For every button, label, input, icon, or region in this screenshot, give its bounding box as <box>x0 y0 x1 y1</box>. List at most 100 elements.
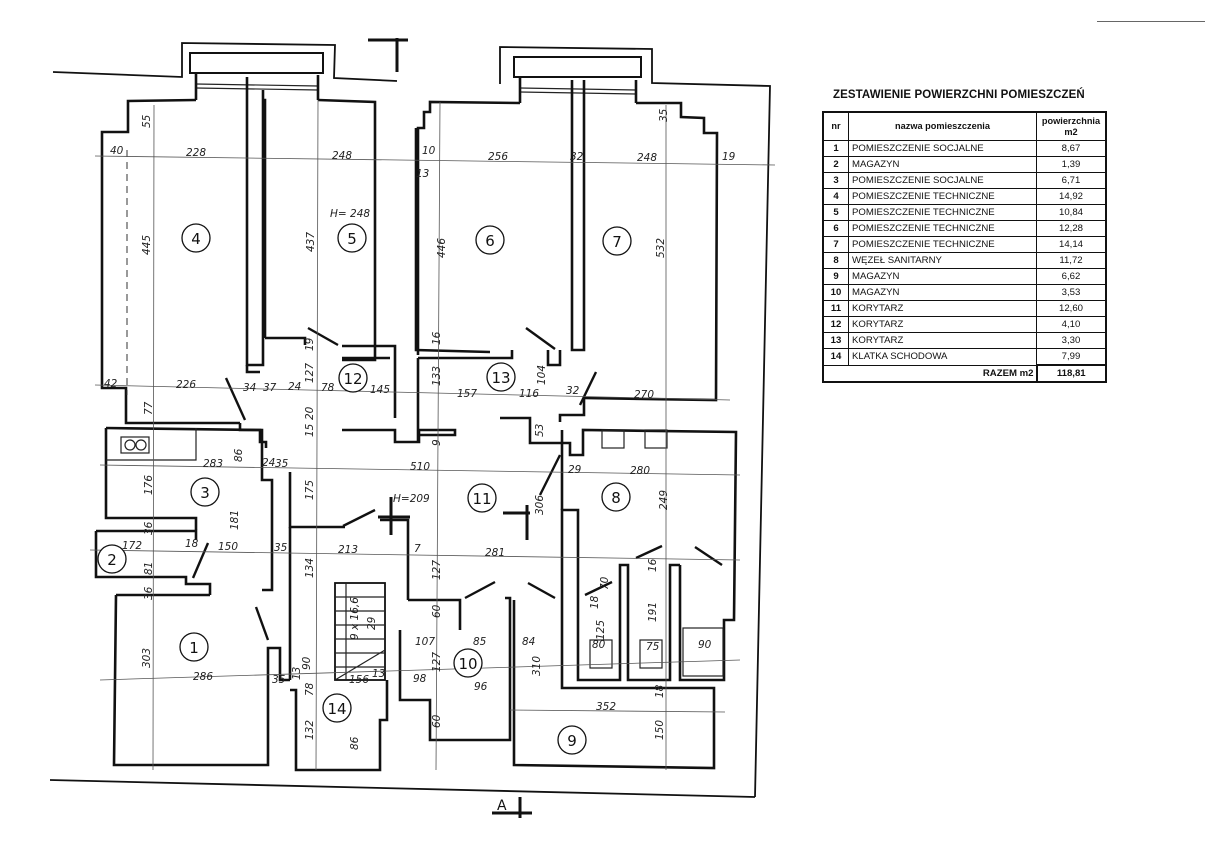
dim-label: 172 <box>122 540 142 552</box>
row-area: 1,39 <box>1036 156 1107 173</box>
dim-label: 176 <box>143 475 155 495</box>
dim-label: 18 <box>654 684 666 698</box>
svg-text:11: 11 <box>472 490 491 508</box>
row-name: POMIESZCZENIE SOCJALNE <box>848 172 1037 189</box>
dim-label: 35 <box>658 108 670 122</box>
interior-walls <box>94 128 738 772</box>
dim-label: 16 <box>647 558 659 572</box>
room-labels: 1 2 3 4 5 6 7 8 9 10 11 12 13 14 <box>97 223 632 755</box>
row-area: 4,10 <box>1036 316 1107 333</box>
row-name: MAGAZYN <box>848 268 1037 285</box>
dim-label: 226 <box>176 379 196 391</box>
dim-label: 127 <box>431 560 443 580</box>
dim-label: 98 <box>413 673 427 685</box>
room-3-label: 3 <box>190 477 220 507</box>
total-row: RAZEM m2 118,81 <box>823 364 1107 383</box>
dim-label: 532 <box>655 238 667 258</box>
row-name: KORYTARZ <box>848 332 1037 349</box>
row-nr: 4 <box>822 188 849 205</box>
svg-text:4: 4 <box>191 230 201 248</box>
row-nr: 10 <box>822 284 849 301</box>
dim-label: 81 <box>143 562 155 575</box>
dim-label: 181 <box>229 510 241 530</box>
dim-label: 213 <box>338 544 358 556</box>
dim-label: 35 <box>272 674 286 686</box>
svg-text:2: 2 <box>107 551 117 569</box>
dim-label: 248 <box>332 150 352 162</box>
dim-label: 13 <box>291 667 303 680</box>
dim-label: 157 <box>457 388 477 400</box>
row-area: 10,84 <box>1036 204 1107 221</box>
svg-text:6: 6 <box>485 232 495 250</box>
dim-label: 228 <box>186 147 206 159</box>
room-1-label: 1 <box>179 632 209 662</box>
dim-label: 24 <box>262 457 275 469</box>
dim-label: 19 <box>722 151 736 163</box>
dim-label: 303 <box>141 648 153 668</box>
section-markers: A <box>368 38 532 818</box>
row-area: 14,92 <box>1036 188 1107 205</box>
dim-label: 78 <box>304 682 316 696</box>
stairs-tread-note: 29 <box>366 616 378 630</box>
row-name: KORYTARZ <box>848 300 1037 317</box>
row-nr: 14 <box>822 348 849 366</box>
row-name: KORYTARZ <box>848 316 1037 333</box>
dim-label: 306 <box>534 495 546 515</box>
dim-label: 85 <box>473 636 487 648</box>
dim-label: 35 <box>274 542 288 554</box>
dim-label: 248 <box>637 152 657 164</box>
total-label: RAZEM m2 <box>982 367 1034 379</box>
room-6-label: 6 <box>475 225 505 255</box>
room-9-label: 9 <box>557 725 587 755</box>
row-area: 3,53 <box>1036 284 1107 301</box>
row-nr: 11 <box>822 300 849 317</box>
svg-text:1: 1 <box>189 639 199 657</box>
dim-label: 156 <box>349 674 369 686</box>
room-13-label: 13 <box>486 362 516 392</box>
dim-label: 104 <box>536 365 548 385</box>
dim-label: 84 <box>522 636 535 648</box>
row-area: 11,72 <box>1036 252 1107 269</box>
dim-label: 191 <box>647 602 659 622</box>
row-area: 14,14 <box>1036 236 1107 253</box>
dim-label: 96 <box>474 681 488 693</box>
dim-label: 90 <box>301 656 313 670</box>
svg-text:7: 7 <box>612 233 622 251</box>
header-name: nazwa pomieszczenia <box>848 111 1037 141</box>
height-note-room5: H= 248 <box>330 208 370 220</box>
row-area: 6,71 <box>1036 172 1107 189</box>
dim-label: 42 <box>104 378 118 390</box>
svg-text:10: 10 <box>458 655 477 673</box>
dim-label: 133 <box>431 366 443 386</box>
row-area: 6,62 <box>1036 268 1107 285</box>
row-name: POMIESZCZENIE TECHNICZNE <box>848 220 1037 237</box>
svg-text:9: 9 <box>567 732 577 750</box>
dim-label: 90 <box>698 639 712 651</box>
dim-label: 127 <box>431 652 443 672</box>
room-8-label: 8 <box>601 482 631 512</box>
room-7-label: 7 <box>602 226 632 256</box>
dim-label: 32 <box>570 151 584 163</box>
dim-label: 283 <box>203 458 223 470</box>
room-12-label: 12 <box>338 363 368 393</box>
area-schedule: ZESTAWIENIE POWIERZCHNI POMIESZCZEŃ nr n… <box>820 89 1110 383</box>
svg-text:3: 3 <box>200 484 210 502</box>
svg-text:13: 13 <box>491 369 510 387</box>
room-2-label: 2 <box>97 544 127 574</box>
dim-label: 446 <box>436 238 448 258</box>
dim-label: 9 <box>431 439 443 446</box>
dim-label: 10 <box>422 145 436 157</box>
dim-label: 53 <box>534 424 546 437</box>
